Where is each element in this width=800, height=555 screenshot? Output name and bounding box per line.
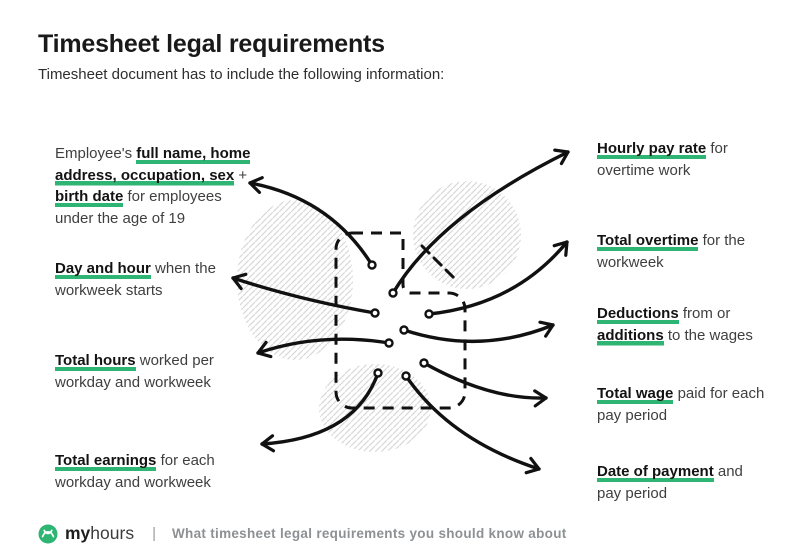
highlighted-term: Day and hour — [55, 260, 151, 279]
plain-text: paid for each pay period — [597, 385, 765, 424]
highlighted-term: Total overtime — [597, 232, 699, 251]
connector-dot — [419, 358, 429, 368]
plain-text: from or — [678, 305, 731, 322]
fold-crease — [420, 244, 460, 284]
plain-text: to the wages — [663, 326, 753, 344]
plain-text: for the workweek — [597, 232, 746, 271]
page-subtitle: Timesheet document has to include the fo… — [38, 66, 445, 83]
info-item: Total overtime for the workweek — [597, 230, 769, 273]
connector-dot — [373, 368, 383, 378]
connector-dot — [401, 371, 411, 381]
footer-divider: | — [152, 525, 156, 542]
footer: myhours | What timesheet legal requireme… — [38, 523, 567, 544]
highlighted-term: Total wage — [597, 385, 674, 404]
arrow-to-full-name — [248, 176, 374, 267]
arrow-to-date-of-payment — [404, 374, 541, 475]
highlighted-term: Total earnings — [55, 452, 157, 471]
plain-text: for overtime work — [597, 140, 728, 179]
info-item: Hourly pay rate for overtime work — [597, 138, 769, 181]
info-item: Total wage paid for each pay period — [597, 383, 769, 426]
plain-text: and pay period — [597, 463, 743, 502]
info-item: Total earnings for each workday and work… — [55, 450, 253, 493]
info-item: Deductions from or additions to the wage… — [597, 303, 769, 346]
brand-my: my — [65, 523, 91, 543]
highlighted-term: Total hours — [55, 352, 136, 371]
header: Timesheet legal requirements Timesheet d… — [38, 30, 444, 83]
plain-text: when the workweek starts — [55, 260, 216, 299]
highlighted-term: birth date — [55, 188, 124, 207]
highlighted-term: Date of payment — [597, 463, 714, 482]
arrow-to-deductions — [402, 320, 555, 344]
arrow-to-hourly-pay-rate — [391, 148, 570, 295]
info-item: Employee's full name, home address, occu… — [55, 143, 253, 229]
connector-arrows — [231, 148, 570, 475]
page-title: Timesheet legal requirements — [38, 30, 385, 58]
brand-hours: hours — [90, 523, 135, 543]
info-item: Day and hour when the workweek starts — [55, 258, 253, 301]
footer-tagline: What timesheet legal requirements you sh… — [171, 526, 567, 541]
connector-dot — [424, 309, 434, 319]
myhours-logo-icon — [38, 524, 58, 543]
arrow-to-day-and-hour — [231, 272, 377, 315]
brand-wordmark: myhours — [65, 523, 134, 544]
plain-text: Employee's — [55, 145, 137, 162]
hatch-texture — [237, 181, 521, 452]
left-column: Employee's full name, home address, occu… — [55, 0, 253, 555]
highlighted-term: additions — [597, 326, 664, 346]
arrow-to-total-wage — [422, 361, 548, 408]
dashed-timesheet-outline — [334, 231, 467, 410]
connector-dot — [399, 325, 409, 335]
info-item: Total hours worked per workday and workw… — [55, 350, 253, 393]
arrow-to-total-overtime — [427, 240, 569, 316]
arrow-to-total-hours — [256, 337, 391, 359]
timesheet-diagram — [231, 148, 570, 475]
connector-dot — [384, 338, 394, 348]
highlighted-term: Hourly pay rate — [597, 140, 707, 159]
plain-text: for employees under the age of 19 — [55, 188, 222, 227]
connector-dot — [388, 288, 398, 298]
connector-dot — [367, 260, 377, 270]
plain-text: worked per workday and workweek — [55, 352, 214, 391]
plain-text: for each workday and workweek — [55, 452, 215, 491]
arrow-to-total-earnings — [260, 371, 380, 453]
connector-dots — [367, 260, 434, 381]
plain-text: + — [234, 166, 248, 184]
highlighted-term: Deductions — [597, 305, 679, 324]
info-item: Date of payment and pay period — [597, 461, 769, 504]
connector-dot — [370, 308, 380, 318]
